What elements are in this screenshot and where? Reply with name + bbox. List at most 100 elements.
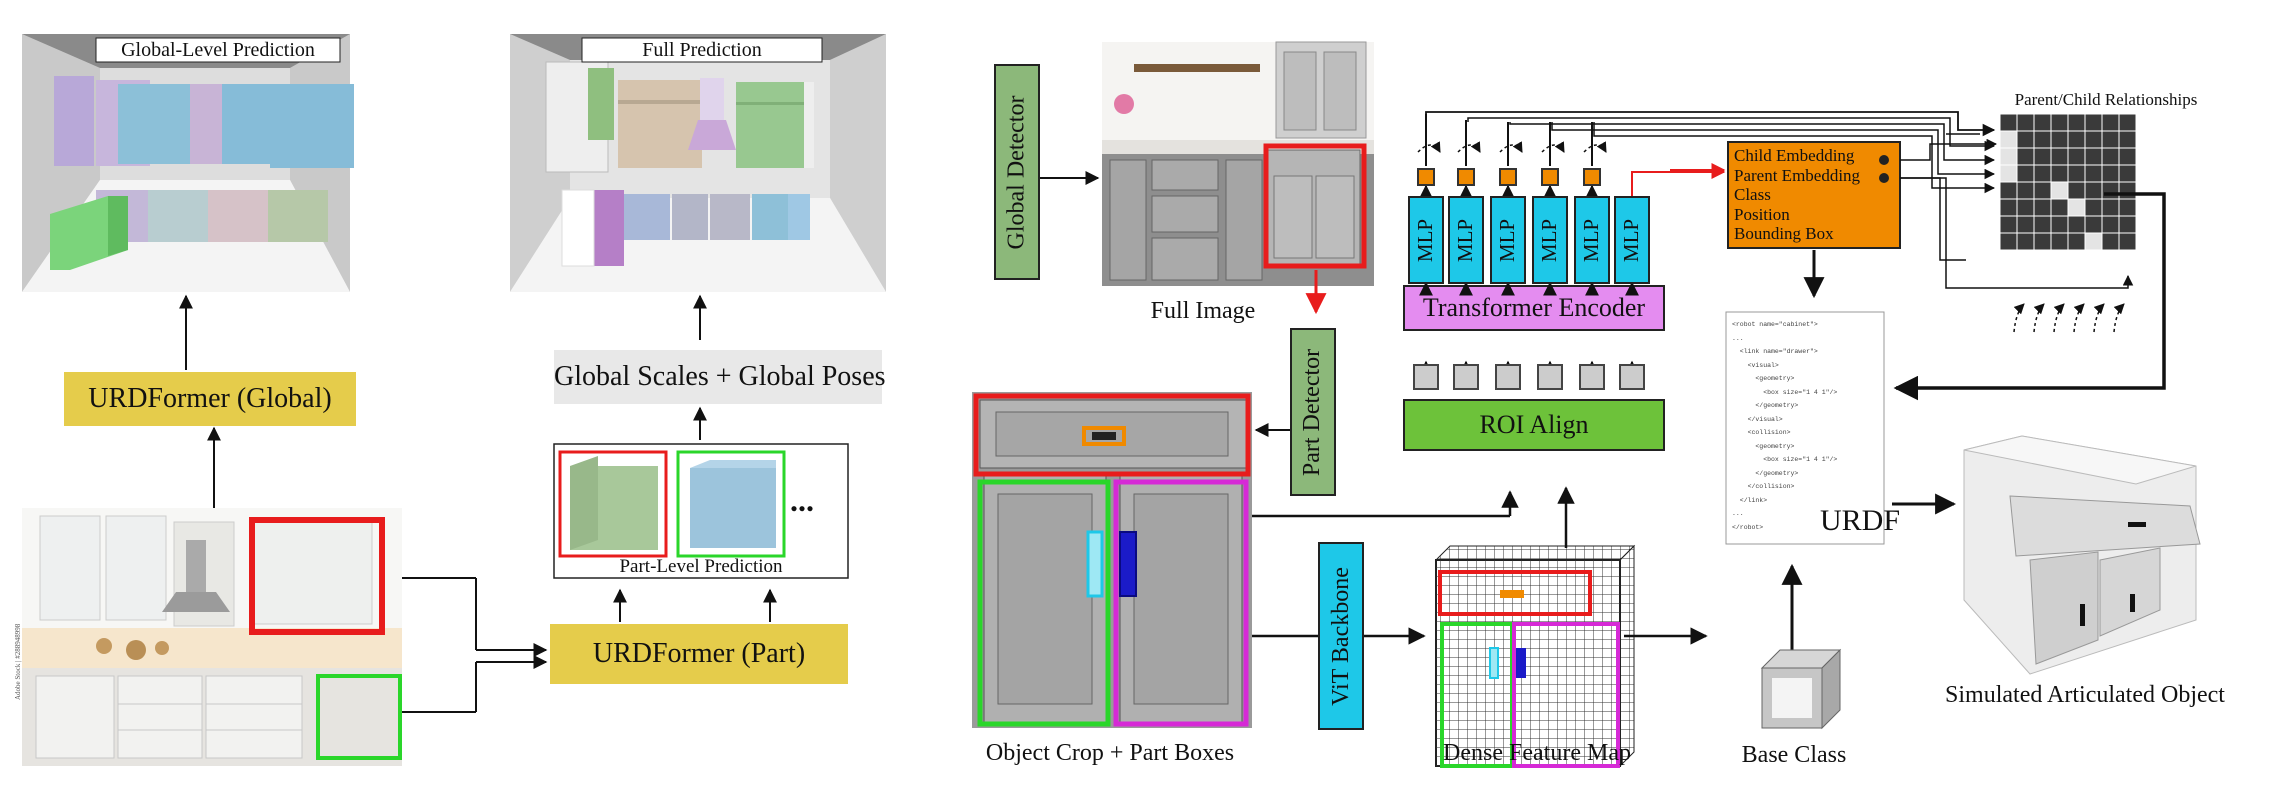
matrix-cell	[2101, 147, 2120, 166]
matrix-cell	[2101, 181, 2120, 200]
mlp-output-square	[1499, 168, 1517, 186]
matrix-cell	[2050, 130, 2069, 149]
urdf-label: URDF	[1820, 504, 1901, 537]
output-field-position: Position	[1734, 204, 1790, 224]
relationship-matrix	[1999, 113, 2137, 251]
mlp-label: MLP	[1619, 218, 1644, 262]
global-prediction-title: Global-Level Prediction	[121, 39, 315, 61]
matrix-cell	[2118, 164, 2137, 183]
matrix-cell	[2101, 130, 2120, 149]
matrix-cell	[2016, 232, 2035, 251]
urdf-code-block: <robot name="cabinet">... <link name="dr…	[1732, 318, 1882, 534]
urdf-code-line: <box size="1 4 1"/>	[1732, 388, 1838, 396]
matrix-cell	[2033, 232, 2052, 251]
output-fields: Child Embedding Parent Embedding Class P…	[1734, 146, 1894, 244]
urdf-code-line: <geometry>	[1732, 442, 1795, 450]
matrix-cell	[2067, 130, 2086, 149]
urdf-code-line: </collision>	[1732, 483, 1795, 490]
matrix-cell	[2067, 215, 2086, 234]
matrix-cell	[2067, 113, 2086, 132]
mlp-block-2: MLP	[1448, 196, 1484, 284]
matrix-cell	[2084, 164, 2103, 183]
matrix-cell	[2101, 215, 2120, 234]
matrix-cell	[2016, 113, 2035, 132]
mlp-label: MLP	[1579, 218, 1604, 262]
parent-child-title: Parent/Child Relationships	[2014, 90, 2198, 109]
full-image-photo	[1102, 41, 1374, 286]
matrix-cell	[2084, 130, 2103, 149]
part-ellipsis: ...	[790, 482, 814, 518]
base-class-cube	[1760, 648, 1842, 730]
urdf-code-line: ...	[1732, 334, 1744, 342]
simulated-object-label: Simulated Articulated Object	[1945, 682, 2225, 708]
matrix-cell	[1999, 164, 2018, 183]
matrix-cell	[2033, 181, 2052, 200]
dense-feature-map	[1434, 544, 1636, 768]
matrix-cell	[2016, 164, 2035, 183]
matrix-cell	[2101, 198, 2120, 217]
object-crop-photo	[972, 392, 1252, 728]
matrix-cell	[2050, 215, 2069, 234]
urdf-code-line: </geometry>	[1732, 469, 1799, 477]
global-detector-box: Global Detector	[994, 64, 1040, 280]
matrix-cell	[2067, 198, 2086, 217]
matrix-cell	[2016, 147, 2035, 166]
part-level-prediction-label: Part-Level Prediction	[619, 556, 783, 577]
vit-backbone-label: ViT Backbone	[1327, 566, 1354, 706]
matrix-cell	[2016, 198, 2035, 217]
matrix-cell	[2033, 113, 2052, 132]
mlp-label: MLP	[1453, 218, 1478, 262]
roi-feature-square	[1619, 364, 1645, 390]
matrix-cell	[2050, 181, 2069, 200]
global-prediction-render	[22, 34, 354, 292]
roi-align-label: ROI Align	[1479, 410, 1589, 439]
urdf-code-line: </link>	[1732, 496, 1768, 504]
urdf-code-line: <link name="drawer">	[1732, 348, 1818, 355]
matrix-cell	[2033, 164, 2052, 183]
mlp-block-5: MLP	[1574, 196, 1610, 284]
matrix-cell	[2067, 147, 2086, 166]
full-prediction-title: Full Prediction	[642, 39, 762, 61]
matrix-cell	[2101, 232, 2120, 251]
matrix-cell	[2016, 215, 2035, 234]
matrix-cell	[2084, 147, 2103, 166]
matrix-cell	[2033, 215, 2052, 234]
urdf-code-line: <box size="1 4 1"/>	[1732, 456, 1838, 463]
matrix-cell	[2050, 232, 2069, 251]
kitchen-watermark: Adobe Stock | #288948998	[14, 623, 22, 700]
mlp-output-square	[1417, 168, 1435, 186]
matrix-cell	[2033, 198, 2052, 217]
mlp-block-1: MLP	[1408, 196, 1444, 284]
matrix-cell	[2067, 232, 2086, 251]
urdf-code-line: </geometry>	[1732, 402, 1799, 409]
mlp-label: MLP	[1537, 218, 1562, 262]
output-field-bbox: Bounding Box	[1734, 224, 1834, 243]
matrix-cell	[2118, 181, 2137, 200]
urdf-code-line: <collision>	[1732, 429, 1791, 436]
matrix-cell	[2016, 130, 2035, 149]
simulated-object	[1963, 435, 2201, 675]
matrix-cell	[2101, 164, 2120, 183]
roi-feature-square	[1413, 364, 1439, 390]
matrix-cell	[2084, 232, 2103, 251]
part-detector-label: Part Detector	[1299, 348, 1326, 476]
matrix-cell	[2101, 113, 2120, 132]
global-scales-poses-label: Global Scales + Global Poses	[554, 361, 886, 392]
matrix-cell	[2084, 215, 2103, 234]
mlp-output-square	[1583, 168, 1601, 186]
full-image-label: Full Image	[1150, 298, 1256, 324]
matrix-cell	[1999, 232, 2018, 251]
transformer-encoder-label: Transformer Encoder	[1422, 293, 1646, 322]
urdformer-part-label: URDFormer (Part)	[592, 638, 806, 669]
dense-feature-map-label: Dense Feature Map	[1443, 740, 1631, 766]
global-detector-label: Global Detector	[1003, 95, 1030, 249]
matrix-cell	[2084, 113, 2103, 132]
mlp-output-square	[1541, 168, 1559, 186]
urdf-code-line: </robot>	[1732, 523, 1764, 531]
vit-backbone-box: ViT Backbone	[1318, 542, 1364, 730]
kitchen-photo	[22, 508, 402, 766]
urdformer-part-box: URDFormer (Part)	[550, 624, 848, 684]
urdf-code-line: ...	[1732, 510, 1744, 517]
matrix-cell	[2118, 113, 2137, 132]
mlp-block-6: MLP	[1614, 196, 1650, 284]
